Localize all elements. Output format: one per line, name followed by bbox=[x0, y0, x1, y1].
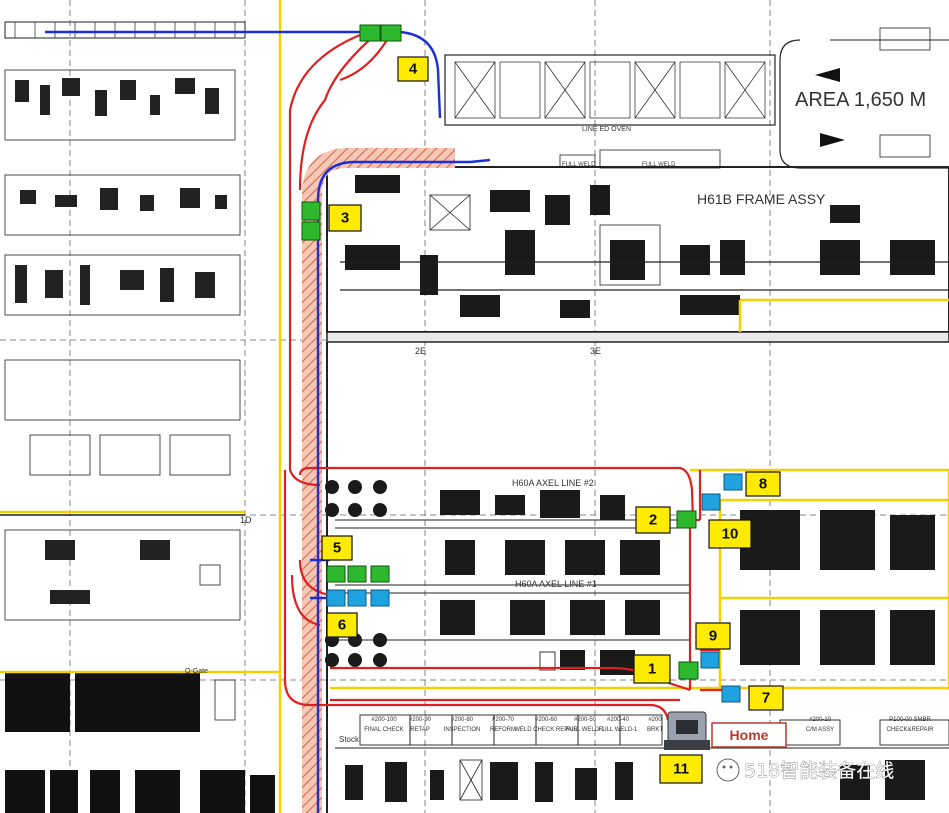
station-code: #200-40 bbox=[607, 717, 630, 723]
red-route-4 bbox=[298, 559, 331, 597]
full-weld-label-2: FULL WELD bbox=[642, 162, 676, 168]
station-name: WELD CHECK REPAIR bbox=[514, 727, 578, 733]
plan-labels: AREA 1,650 M H61B FRAME ASSY LINE ED OVE… bbox=[185, 89, 926, 744]
red-route-5 bbox=[290, 574, 321, 627]
full-weld-label-1: FULL WELD bbox=[562, 162, 596, 168]
marker-6-label: 6 bbox=[338, 617, 346, 634]
marker-3-box bbox=[328, 204, 362, 232]
station-code: #200-80 bbox=[451, 717, 474, 723]
station-name: REFORM bbox=[490, 727, 516, 733]
marker-9-box bbox=[695, 622, 731, 650]
green-station-square bbox=[380, 24, 402, 42]
station-code: P100-00 SMBR bbox=[889, 717, 931, 723]
marker-4-label: 4 bbox=[409, 61, 418, 78]
green-station-square bbox=[676, 510, 697, 529]
numbered-markers: 1 2 3 4 5 6 7 8 9 10 11 bbox=[321, 56, 784, 784]
agv-robot-icon bbox=[664, 711, 710, 750]
marker-1-box bbox=[633, 654, 671, 684]
station-name: RETAP bbox=[410, 727, 430, 733]
yellow-line-4 bbox=[690, 468, 949, 690]
marker-8-box bbox=[745, 471, 781, 497]
station-code: #200-10 bbox=[809, 717, 832, 723]
grid-label-2e: 2E bbox=[415, 346, 426, 356]
station-code: #200-100 bbox=[371, 717, 397, 723]
red-route-1 bbox=[298, 34, 376, 191]
marker-2-label: 2 bbox=[649, 512, 657, 529]
station-name: FINAL CHECK bbox=[364, 727, 403, 733]
red-route-3 bbox=[298, 466, 700, 522]
station-code: #200-60 bbox=[535, 717, 558, 723]
marker-6-box bbox=[326, 612, 358, 638]
marker-10-label: 10 bbox=[722, 526, 739, 543]
marker-11-box bbox=[659, 754, 703, 784]
marker-2-box bbox=[635, 506, 671, 534]
green-station-square bbox=[347, 565, 367, 583]
station-squares bbox=[301, 24, 743, 703]
home-position: Home bbox=[664, 711, 787, 750]
home-label: Home bbox=[730, 727, 769, 743]
marker-7-label: 7 bbox=[762, 690, 770, 707]
station-name: BRKT bbox=[647, 727, 663, 733]
line-oven-label: LINE ED OVEN bbox=[582, 126, 631, 133]
grid-label-1d: 1D bbox=[240, 515, 252, 525]
blue-station-square bbox=[370, 589, 390, 607]
marker-10-box bbox=[708, 519, 752, 549]
blue-station-square bbox=[326, 589, 346, 607]
blue-station-square bbox=[721, 685, 741, 703]
marker-5-label: 5 bbox=[333, 540, 341, 557]
marker-11-label: 11 bbox=[673, 761, 689, 778]
marker-8-label: 8 bbox=[759, 476, 767, 493]
home-badge bbox=[711, 722, 787, 748]
green-station-square bbox=[359, 24, 381, 42]
station-code: #200-90 bbox=[409, 717, 432, 723]
axel-line-1-label: H60A AXEL LINE #1 bbox=[515, 579, 597, 589]
green-station-square bbox=[678, 661, 699, 680]
hatched-corridor bbox=[302, 148, 455, 813]
watermark-text: 518智能装备在线 bbox=[744, 760, 894, 782]
stock-label: Stock bbox=[339, 735, 360, 744]
frame-assy-label: H61B FRAME ASSY bbox=[697, 191, 826, 207]
station-name: INSPECTION bbox=[444, 727, 481, 733]
blue-station-square bbox=[701, 493, 721, 511]
marker-4-box bbox=[397, 56, 429, 82]
station-name: C/M ASSY bbox=[806, 727, 834, 733]
station-code: #200 bbox=[648, 717, 662, 723]
blue-station-square bbox=[723, 473, 743, 491]
gate-label: O-Gate bbox=[185, 668, 208, 675]
axel-line-2-label: H60A AXEL LINE #2 bbox=[512, 478, 594, 488]
green-station-square bbox=[370, 565, 390, 583]
station-name: FULL WELD-1 bbox=[566, 727, 605, 733]
green-station-square bbox=[301, 201, 321, 221]
marker-1-label: 1 bbox=[648, 661, 656, 678]
station-name: CHECK&REPAIR bbox=[887, 727, 935, 733]
blue-station-square bbox=[700, 651, 720, 669]
green-station-square bbox=[326, 565, 346, 583]
watermark: 518智能装备在线 bbox=[716, 758, 895, 782]
yellow-line-3 bbox=[738, 298, 949, 332]
blue-route-1 bbox=[316, 158, 491, 813]
marker-7-box bbox=[748, 685, 784, 711]
red-route-6 bbox=[283, 470, 670, 721]
blue-station-square bbox=[347, 589, 367, 607]
station-name: FULL WELD-1 bbox=[599, 727, 638, 733]
wechat-icon bbox=[716, 758, 740, 782]
marker-5-box bbox=[321, 535, 353, 561]
station-code: #200-50 bbox=[574, 717, 597, 723]
marker-3-label: 3 bbox=[341, 210, 349, 227]
red-route-0 bbox=[288, 33, 361, 487]
green-station-square bbox=[301, 221, 321, 241]
grid-label-3e: 3E bbox=[590, 346, 601, 356]
station-code: #200-70 bbox=[492, 717, 515, 723]
marker-9-label: 9 bbox=[709, 628, 717, 645]
area-title: AREA 1,650 M bbox=[795, 89, 926, 111]
